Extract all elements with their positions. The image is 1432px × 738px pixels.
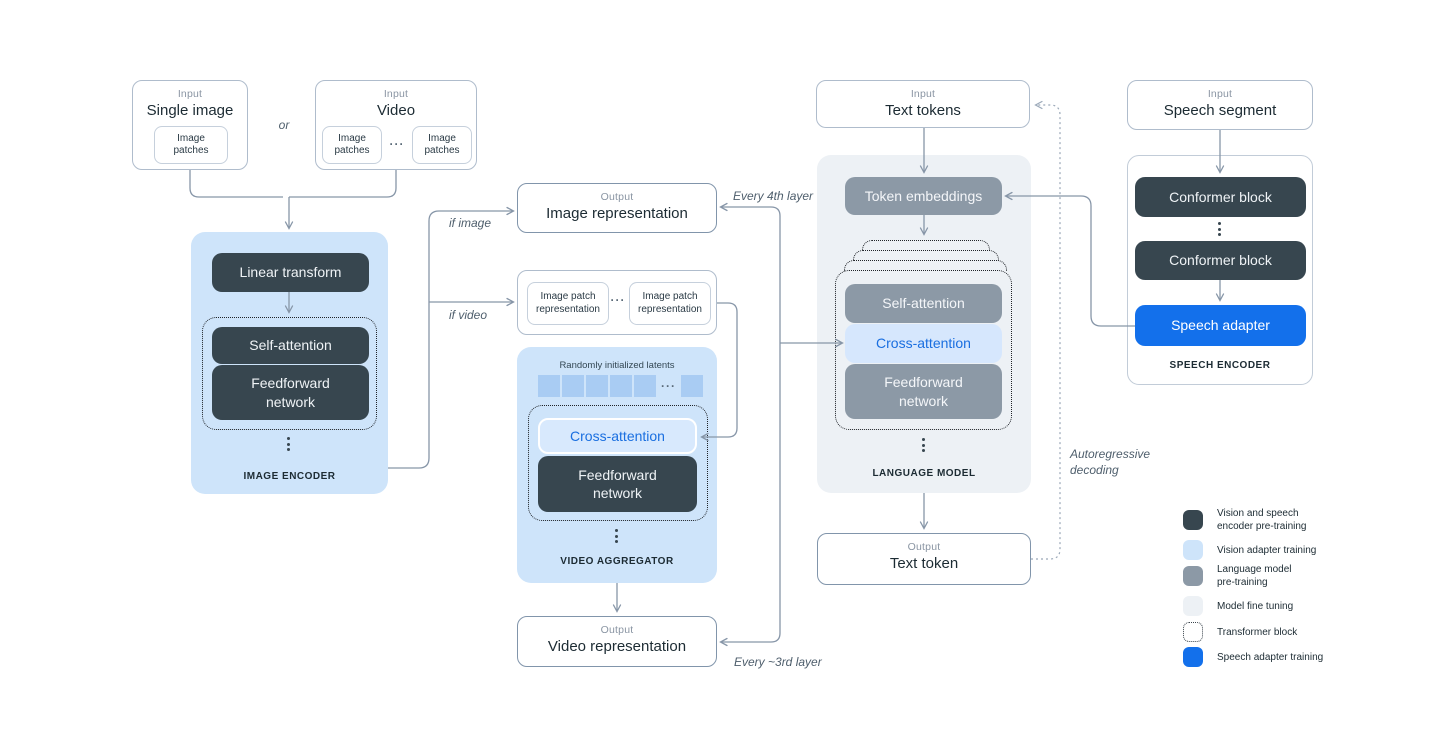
input-video-kicker: Input: [383, 88, 409, 100]
output-kicker: Output: [600, 191, 634, 203]
speech-adapter-block: Speech adapter: [1135, 305, 1306, 346]
wire-single-image-merge: [189, 170, 283, 198]
image-encoder-caption: IMAGE ENCODER: [243, 471, 336, 482]
output-kicker: Output: [600, 624, 634, 636]
legend-label: Vision adapter training: [1217, 544, 1317, 556]
legend-swatch-gray: [1183, 566, 1203, 586]
latent-squares-row: ···: [538, 375, 703, 397]
conformer-block-bottom: Conformer block: [1135, 241, 1306, 280]
input-single-image-title: Single image: [146, 102, 234, 119]
wire-encoder-if-image: [388, 206, 515, 469]
legend-item: Model fine tuning: [1183, 596, 1293, 616]
legend-item: Language model pre-training: [1183, 563, 1292, 589]
language-model-caption: LANGUAGE MODEL: [872, 468, 976, 479]
ellipsis: ···: [389, 137, 405, 151]
speech-encoder-caption: SPEECH ENCODER: [1169, 360, 1271, 371]
output-text-token-box: Output Text token: [817, 533, 1031, 585]
latent-square: [610, 375, 632, 397]
language-model-self-attention-block: Self-attention: [845, 284, 1002, 323]
legend-item: Transformer block: [1183, 622, 1297, 642]
if-video-label: if video: [449, 308, 488, 322]
image-patches-chip: Image patches: [154, 126, 228, 164]
output-image-representation-box: Output Image representation: [517, 183, 717, 233]
legend-swatch-dark: [1183, 510, 1203, 530]
image-patches-chip: Image patches: [322, 126, 382, 164]
input-text-tokens-kicker: Input: [910, 88, 936, 100]
if-image-label: if image: [449, 216, 492, 230]
image-encoder-feedforward-block: Feedforward network: [212, 365, 369, 420]
image-encoder-self-attention-block: Self-attention: [212, 327, 369, 364]
output-video-representation-title: Video representation: [547, 638, 687, 655]
every-4th-layer-label: Every 4th layer: [733, 189, 814, 203]
wire-autoregressive-decoding: [1031, 100, 1061, 560]
image-patch-representation-chip: Image patch representation: [527, 282, 609, 325]
latent-square: [586, 375, 608, 397]
legend-label: Transformer block: [1217, 626, 1298, 638]
linear-transform-block: Linear transform: [212, 253, 369, 292]
input-single-image-box: Input Single image Image patches: [132, 80, 248, 170]
legend-swatch-lightgray: [1183, 596, 1203, 616]
image-patches-chip: Image patches: [412, 126, 472, 164]
language-model-transformer-block-outline: [835, 270, 1012, 430]
every-3rd-layer-label: Every ~3rd layer: [734, 655, 822, 669]
language-model-repeat-dots: [922, 438, 925, 452]
wire-trunk-to-image-representation: [719, 202, 781, 343]
image-patch-representation-container: Image patch representation ··· Image pat…: [517, 270, 717, 335]
legend-item: Vision adapter training: [1183, 540, 1316, 560]
video-aggregator-repeat-dots: [615, 529, 618, 543]
language-model-feedforward-block: Feedforward network: [845, 364, 1002, 419]
or-label: or: [278, 118, 290, 132]
output-image-representation-title: Image representation: [546, 205, 688, 222]
autoregressive-decoding-label: Autoregressive decoding: [1070, 447, 1151, 478]
legend-item: Vision and speech encoder pre-training: [1183, 507, 1307, 533]
input-video-title: Video: [376, 102, 416, 119]
legend-swatch-dotted: [1183, 622, 1203, 642]
latents-label: Randomly initialized latents: [559, 360, 675, 371]
input-speech-segment-title: Speech segment: [1163, 102, 1277, 119]
latent-square: [538, 375, 560, 397]
legend-item: Speech adapter training: [1183, 647, 1323, 667]
legend-label: Vision and speech encoder pre-training: [1217, 508, 1307, 532]
latent-square: [681, 375, 703, 397]
video-aggregator-caption: VIDEO AGGREGATOR: [560, 556, 674, 567]
video-aggregator-cross-attention-block: Cross-attention: [538, 418, 697, 454]
input-single-image-kicker: Input: [177, 88, 203, 100]
ellipsis: ···: [661, 379, 676, 393]
wire-video-merge: [289, 170, 397, 198]
input-speech-segment-kicker: Input: [1207, 88, 1233, 100]
input-text-tokens-title: Text tokens: [885, 102, 961, 119]
latent-square: [634, 375, 656, 397]
legend-swatch-lightblue: [1183, 540, 1203, 560]
input-video-box: Input Video Image patches ··· Image patc…: [315, 80, 477, 170]
legend-swatch-blue: [1183, 647, 1203, 667]
conformer-block-top: Conformer block: [1135, 177, 1306, 217]
input-text-tokens-box: Input Text tokens: [816, 80, 1030, 128]
legend-label: Speech adapter training: [1217, 651, 1324, 663]
wire-trunk-to-video-representation: [719, 343, 781, 647]
input-speech-segment-box: Input Speech segment: [1127, 80, 1313, 130]
video-aggregator-transformer-block-outline: [528, 405, 708, 521]
output-video-representation-box: Output Video representation: [517, 616, 717, 667]
legend-label: Model fine tuning: [1217, 600, 1294, 612]
latent-square: [562, 375, 584, 397]
token-embeddings-block: Token embeddings: [845, 177, 1002, 215]
image-encoder-transformer-block-outline: [202, 317, 377, 430]
legend-label: Language model pre-training: [1217, 564, 1292, 588]
language-model-cross-attention-block: Cross-attention: [845, 324, 1002, 363]
ellipsis: ···: [610, 293, 626, 307]
output-text-token-title: Text token: [889, 555, 959, 572]
video-aggregator-feedforward-block: Feedforward network: [538, 456, 697, 512]
image-patch-representation-chip: Image patch representation: [629, 282, 711, 325]
image-encoder-repeat-dots: [287, 437, 290, 451]
output-kicker: Output: [907, 541, 941, 553]
speech-encoder-repeat-dots: [1218, 222, 1221, 236]
